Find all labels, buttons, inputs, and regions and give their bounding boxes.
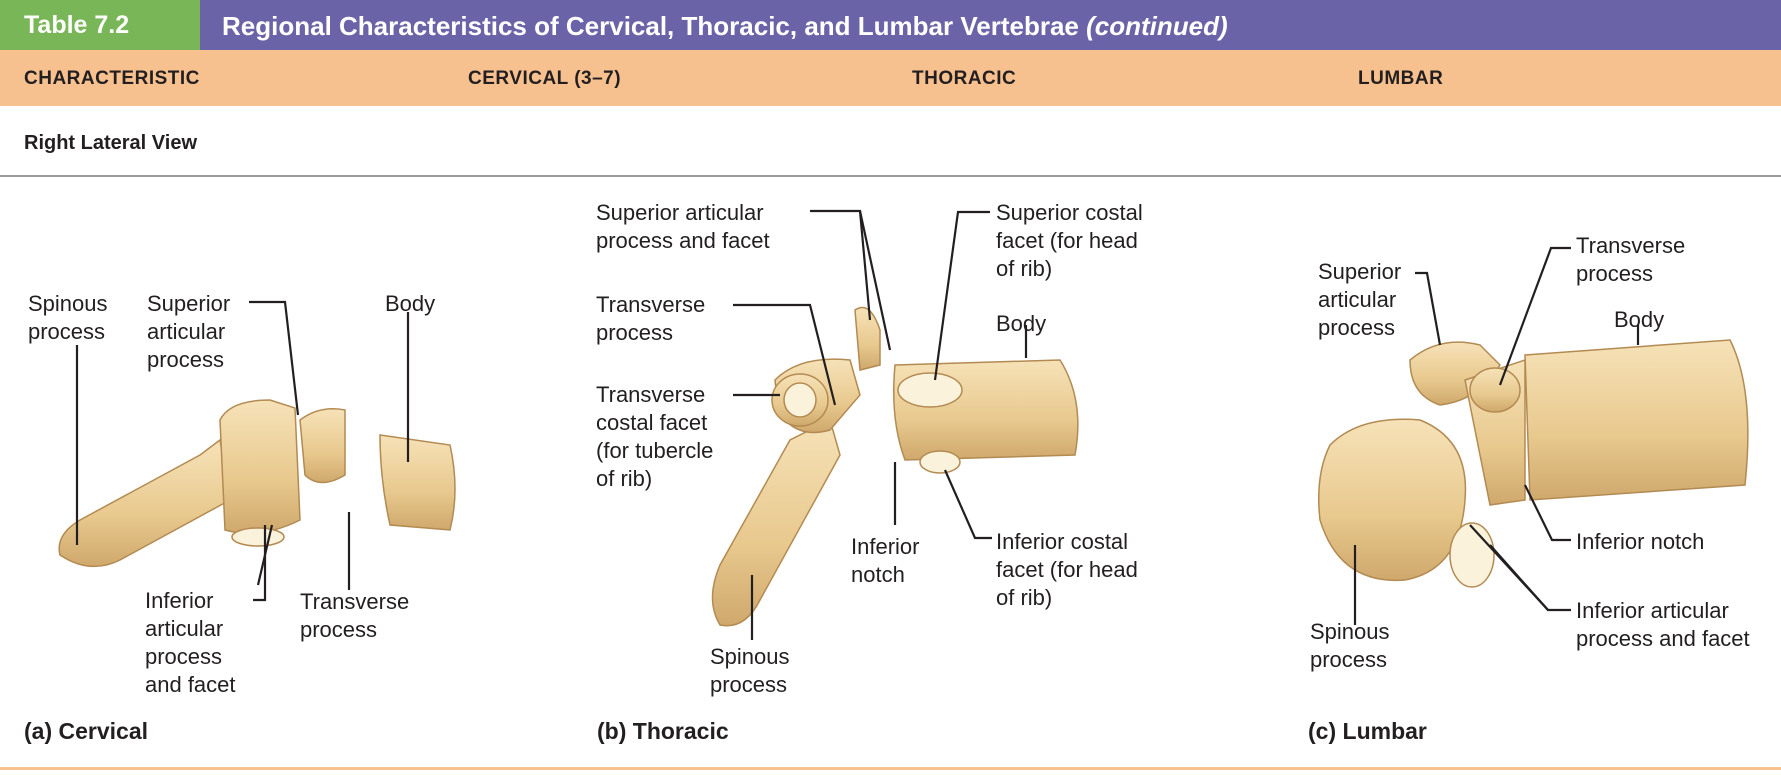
label-thoracic-transverse-process: Transverse process xyxy=(596,291,705,347)
caption-lumbar-text: Lumbar xyxy=(1343,718,1427,744)
caption-thoracic: (b) Thoracic xyxy=(597,718,729,745)
label-thoracic-inferior-costal-facet: Inferior costal facet (for head of rib) xyxy=(996,528,1138,612)
label-cervical-body: Body xyxy=(385,290,435,318)
caption-lumbar-letter: (c) xyxy=(1308,718,1336,744)
label-thoracic-inferior-notch: Inferior notch xyxy=(851,533,919,589)
label-cervical-inferior-articular-process: Inferior articular process and facet xyxy=(145,587,236,699)
label-lumbar-body: Body xyxy=(1614,306,1664,334)
label-cervical-transverse-process: Transverse process xyxy=(300,588,409,644)
label-lumbar-transverse-process: Transverse process xyxy=(1576,232,1685,288)
label-cervical-superior-articular-process: Superior articular process xyxy=(147,290,230,374)
label-lumbar-inferior-articular-process: Inferior articular process and facet xyxy=(1576,597,1750,653)
label-thoracic-spinous-process: Spinous process xyxy=(710,643,790,699)
label-lumbar-superior-articular-process: Superior articular process xyxy=(1318,258,1401,342)
label-thoracic-transverse-costal-facet: Transverse costal facet (for tubercle of… xyxy=(596,381,713,493)
bottom-rule xyxy=(0,767,1781,770)
label-thoracic-superior-costal-facet: Superior costal facet (for head of rib) xyxy=(996,199,1143,283)
label-lumbar-spinous-process: Spinous process xyxy=(1310,618,1390,674)
label-lumbar-inferior-notch: Inferior notch xyxy=(1576,528,1704,556)
caption-cervical: (a) Cervical xyxy=(24,718,148,745)
caption-thoracic-text: Thoracic xyxy=(633,718,729,744)
label-thoracic-body: Body xyxy=(996,310,1046,338)
label-cervical-spinous-process: Spinous process xyxy=(28,290,108,346)
caption-thoracic-letter: (b) xyxy=(597,718,626,744)
caption-cervical-text: Cervical xyxy=(59,718,149,744)
caption-lumbar: (c) Lumbar xyxy=(1308,718,1427,745)
cervical-vertebra-image xyxy=(59,400,455,566)
caption-cervical-letter: (a) xyxy=(24,718,52,744)
label-thoracic-superior-articular-process: Superior articular process and facet xyxy=(596,199,770,255)
